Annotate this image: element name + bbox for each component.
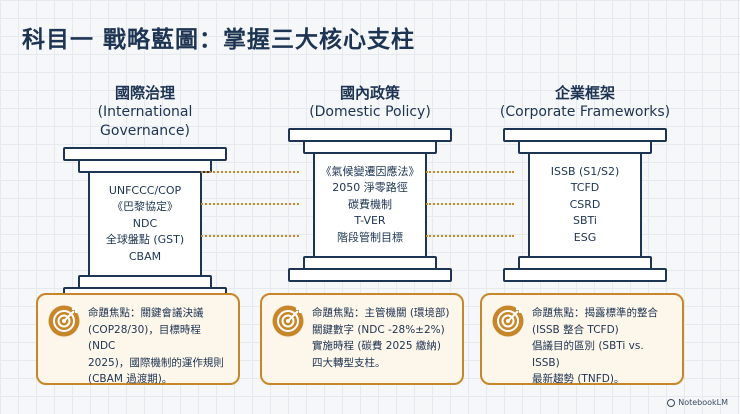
focus-line: 命題焦點：揭露標準的整合 [532, 307, 658, 319]
focus-line: 實施時程 (碳費 2025 繳納) [312, 340, 441, 352]
pillar-item: CBAM [128, 249, 162, 263]
pillar-domestic-policy: 國內政策 (Domestic Policy) 《氣候變遷因應法》 2050 淨零… [277, 84, 463, 282]
target-icon [48, 305, 80, 337]
focus-box-corporate: 命題焦點：揭露標準的整合 (ISSB 整合 TCFD) 倡議目的區別 (SBTi… [480, 293, 684, 385]
pillar-international-governance: 國際治理 (International Governance) UNFCCC/C… [52, 84, 238, 301]
pillar-item: 《巴黎協定》 [112, 200, 178, 214]
pillar-heading: 國內政策 (Domestic Policy) [277, 84, 463, 122]
pillar-item: 《氣候變遷因應法》 [320, 164, 420, 178]
pillar-item: TCFD [570, 181, 600, 195]
pillar-item: NDC [132, 216, 158, 230]
focus-line: 關鍵數字 (NDC -28%±2%) [312, 323, 445, 336]
pillar-heading: 企業框架 (Corporate Frameworks) [492, 84, 678, 122]
pillar-heading-zh: 企業框架 [554, 84, 615, 102]
page-title: 科目一 戰略藍圖：掌握三大核心支柱 [22, 27, 416, 53]
pillar-shaft: ISSB (S1/S2) TCFD CSRD SBTi ESG [528, 152, 642, 258]
pillar-item: SBTi [573, 214, 597, 228]
notebooklm-logo-icon [667, 398, 676, 407]
focus-line: (ISSB 整合 TCFD) [532, 323, 619, 336]
pillar-heading-zh: 國際治理 [114, 84, 175, 102]
connector-line [201, 203, 299, 205]
pillar-shaft: 《氣候變遷因應法》 2050 淨零路徑 碳費機制 T-VER 階段管制目標 [313, 152, 427, 258]
pillar-heading-en: (Corporate Frameworks) [499, 104, 671, 120]
brand-watermark: NotebookLM [667, 398, 728, 407]
pillar-item: CSRD [569, 197, 601, 211]
focus-line: 倡議目的區別 (SBTi vs. ISSB) [532, 340, 644, 369]
connector-line [201, 235, 299, 237]
pillar-heading-en: (International Governance) [97, 104, 193, 139]
pillar-heading-en: (Domestic Policy) [309, 104, 431, 120]
connector-line [426, 235, 514, 237]
pillar-item: UNFCCC/COP [108, 183, 182, 197]
target-icon [272, 305, 304, 337]
focus-box-international: 命題焦點：關鍵會議決議 (COP28/30)，目標時程 (NDC 2025)，國… [36, 293, 240, 385]
pillar-base-bottom [503, 268, 667, 282]
focus-line: 四大轉型支柱。 [312, 356, 386, 369]
brand-label: NotebookLM [678, 398, 728, 407]
pillar-heading-zh: 國內政策 [339, 84, 400, 102]
pillar-item: 碳費機制 [348, 197, 392, 211]
pillar-shaft: UNFCCC/COP 《巴黎協定》 NDC 全球盤點 (GST) CBAM [88, 171, 202, 277]
pillar-corporate-frameworks: 企業框架 (Corporate Frameworks) ISSB (S1/S2)… [492, 84, 678, 282]
focus-line: 命題焦點：關鍵會議決議 [88, 307, 204, 319]
focus-line: 最新趨勢 (TNFD)。 [532, 373, 625, 385]
pillar-base-bottom [288, 268, 452, 282]
pillar-item: 2050 淨零路徑 [332, 181, 408, 195]
pillar-item: 全球盤點 (GST) [105, 233, 185, 247]
focus-box-domestic: 命題焦點：主管機關 (環境部) 關鍵數字 (NDC -28%±2%) 實施時程 … [260, 293, 464, 385]
connector-line [426, 203, 514, 205]
pillar-item: T-VER [354, 214, 386, 228]
pillar-heading: 國際治理 (International Governance) [52, 84, 238, 141]
connector-line [426, 171, 514, 173]
pillar-item: ISSB (S1/S2) [550, 164, 620, 178]
focus-line: 命題焦點：主管機關 (環境部) [312, 307, 450, 319]
target-icon [492, 305, 524, 337]
focus-line: 2025)，國際機制的運作規則 [88, 356, 224, 369]
connector-line [201, 171, 299, 173]
focus-line: (COP28/30)，目標時程 (NDC [88, 323, 201, 353]
focus-line: (CBAM 過渡期)。 [88, 373, 173, 385]
pillar-item: ESG [573, 230, 597, 244]
pillar-item: 階段管制目標 [337, 230, 403, 244]
